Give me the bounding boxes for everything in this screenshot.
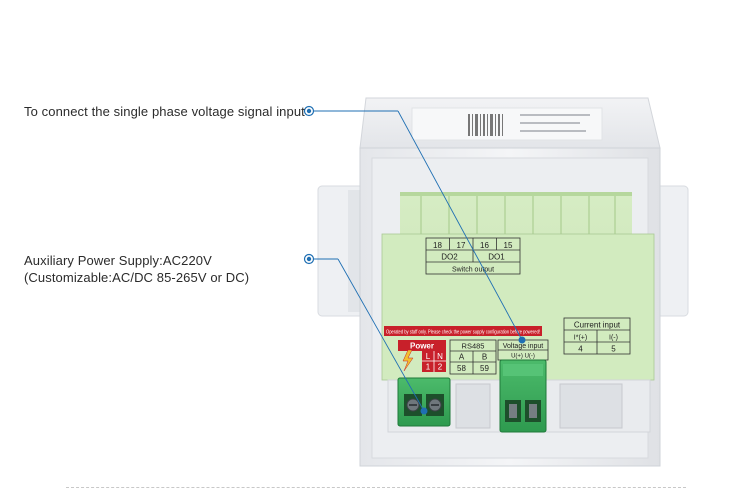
current-input-plus: I*(+) (574, 335, 587, 342)
voltage-input-title: Voltage input (503, 343, 544, 350)
rs485-title: RS485 (462, 342, 485, 351)
rs485-terminal-number: 58 (457, 364, 466, 373)
callout-endpoint-icon (518, 336, 526, 344)
power-supply-line1: Auxiliary Power Supply:AC220V (24, 253, 212, 268)
current-input-table: Current input I*(+) I(-) 4 5 (563, 317, 631, 355)
lightning-icon (402, 349, 414, 372)
do-number: 18 (433, 241, 442, 250)
voltage-input-sub: U(+) U(-) (511, 354, 535, 360)
rs485-b-label: B (482, 353, 487, 362)
power-l-label: L (426, 352, 431, 361)
power-terminal-number: 2 (438, 363, 443, 372)
footer-divider (66, 487, 686, 488)
current-input-minus: I(-) (609, 335, 618, 342)
current-input-title: Current input (574, 321, 621, 330)
housing-top (359, 97, 661, 149)
callout-endpoint-icon (420, 407, 428, 415)
voltage-input-annotation-text: To connect the single phase voltage sign… (24, 104, 305, 119)
voltage-terminal-block (499, 359, 547, 433)
voltage-input-annotation: To connect the single phase voltage sign… (24, 103, 309, 120)
callout-power (303, 253, 428, 415)
power-n-label: N (437, 352, 443, 361)
barcode (468, 114, 503, 136)
do-number: 16 (480, 241, 489, 250)
switch-output-table: 18 17 16 15 DO2 DO1 Switch output (425, 237, 521, 275)
do-number: 15 (504, 241, 513, 250)
current-terminal-number: 5 (611, 345, 616, 354)
power-terminal-block (397, 377, 451, 427)
power-supply-annotation: Auxiliary Power Supply:AC220V (Customiza… (24, 252, 314, 286)
rs485-table: RS485 A B 58 59 (449, 339, 497, 375)
current-terminal-number: 4 (578, 345, 583, 354)
rs485-a-label: A (459, 353, 465, 362)
do-number: 17 (457, 241, 466, 250)
do1-label: DO1 (488, 253, 505, 262)
rs485-terminal-number: 59 (480, 364, 489, 373)
power-title: Power (410, 342, 434, 351)
power-terminal-number: 1 (426, 363, 431, 372)
power-table: Power L N 1 2 (398, 340, 446, 372)
switch-output-label: Switch output (452, 267, 494, 274)
wiring-label: 18 17 16 15 DO2 DO1 Switch output Curren… (381, 233, 655, 381)
power-supply-line2: (Customizable:AC/DC 85-265V or DC) (24, 270, 250, 285)
warning-text: Operated by staff only. Please check the… (386, 330, 540, 336)
do2-label: DO2 (441, 253, 458, 262)
callout-voltage (303, 105, 526, 344)
warning-strip (384, 326, 542, 336)
